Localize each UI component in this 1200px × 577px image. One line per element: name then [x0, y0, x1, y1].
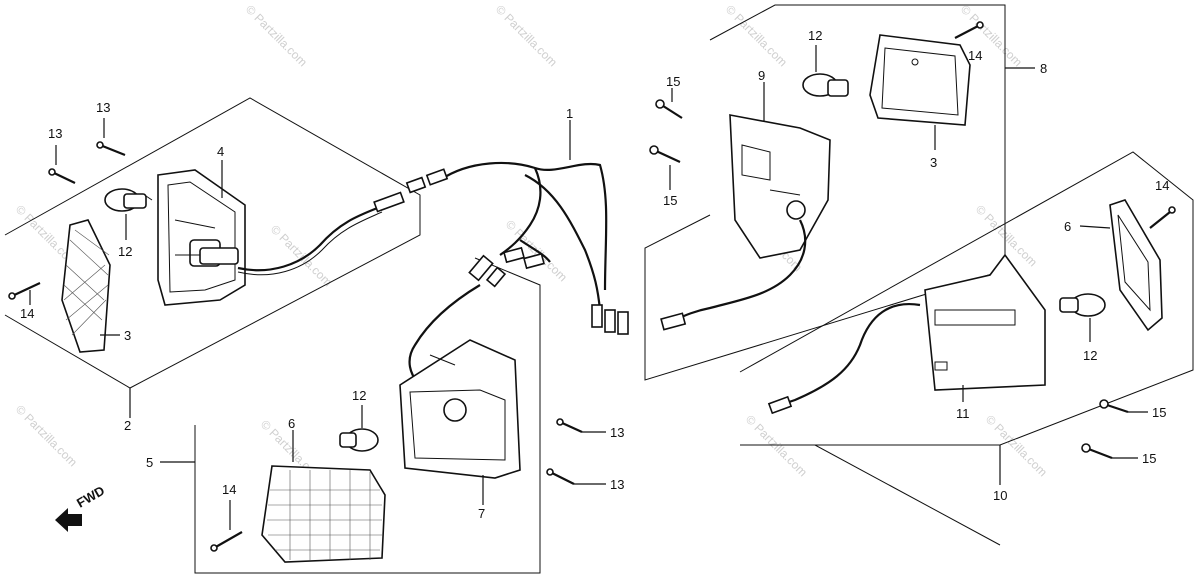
screw-15-b [649, 145, 681, 163]
callout-13: 13 [610, 425, 624, 440]
callout-8: 8 [1040, 61, 1047, 76]
wire-right-upper [669, 219, 807, 324]
screw-14-front [210, 531, 243, 552]
callout-14: 14 [1155, 178, 1169, 193]
callout-7: 7 [478, 506, 485, 521]
callout-11: 11 [956, 406, 970, 421]
callout-12: 12 [1083, 348, 1097, 363]
callout-4: 4 [217, 144, 224, 159]
watermark: © Partzilla.com [268, 222, 335, 289]
screw-15-c [1099, 399, 1129, 414]
watermark: © Partzilla.com [983, 412, 1050, 479]
callout-14: 14 [222, 482, 236, 497]
wire-left [237, 205, 381, 272]
callout-6: 6 [1064, 219, 1071, 234]
screw-14-top [954, 21, 984, 39]
lens-3-right [869, 34, 971, 126]
callout-15: 15 [1152, 405, 1166, 420]
assembly-box-5 [194, 257, 541, 574]
callout-12: 12 [352, 388, 366, 403]
callout-12: 12 [118, 244, 132, 259]
callout-15: 15 [666, 74, 680, 89]
bulb-12-right [1059, 293, 1106, 317]
housing-11 [924, 253, 1046, 391]
lens-6-right [1109, 199, 1163, 332]
bulb-12-left [104, 188, 153, 212]
bulb-12-top [802, 73, 849, 97]
callout-13: 13 [48, 126, 62, 141]
fwd-label: FWD [74, 483, 107, 511]
lens-3-left [61, 219, 111, 353]
callout-6: 6 [288, 416, 295, 431]
callout-5: 5 [146, 455, 153, 470]
callout-12: 12 [808, 28, 822, 43]
housing-4 [157, 169, 246, 306]
wire-right-lower [779, 302, 921, 407]
lens-6-front [261, 465, 386, 563]
callout-10: 10 [993, 488, 1007, 503]
callout-13: 13 [96, 100, 110, 115]
callout-9: 9 [758, 68, 765, 83]
screw-15-d [1081, 443, 1113, 460]
watermark: © Partzilla.com [493, 2, 560, 69]
assembly-box-2 [4, 97, 421, 389]
screw-13-a [48, 168, 76, 184]
callout-3: 3 [930, 155, 937, 170]
connector [373, 191, 405, 213]
watermark: © Partzilla.com [13, 402, 80, 469]
callout-15: 15 [663, 193, 677, 208]
fwd-arrow-icon: FWD [55, 483, 107, 532]
screw-14-left [8, 282, 41, 300]
watermark: © Partzilla.com [723, 2, 790, 69]
screw-13-b [96, 141, 126, 157]
callout-14: 14 [20, 306, 34, 321]
bulb-12-front [339, 428, 379, 452]
housing-9 [729, 114, 831, 259]
callout-15: 15 [1142, 451, 1156, 466]
watermark: © Partzilla.com [243, 2, 310, 69]
screw-15-a [655, 99, 683, 119]
harness-1 [405, 161, 629, 335]
callout-3: 3 [124, 328, 131, 343]
screw-14-right [1149, 206, 1176, 229]
screw-13-c [556, 418, 583, 434]
callout-2: 2 [124, 418, 131, 433]
callout-1: 1 [566, 106, 573, 121]
callout-13: 13 [610, 477, 624, 492]
assembly-box-10 [739, 151, 1194, 446]
watermark: © Partzilla.com [743, 412, 810, 479]
callout-14: 14 [968, 48, 982, 63]
screw-13-d [546, 468, 575, 485]
housing-7 [399, 339, 521, 479]
